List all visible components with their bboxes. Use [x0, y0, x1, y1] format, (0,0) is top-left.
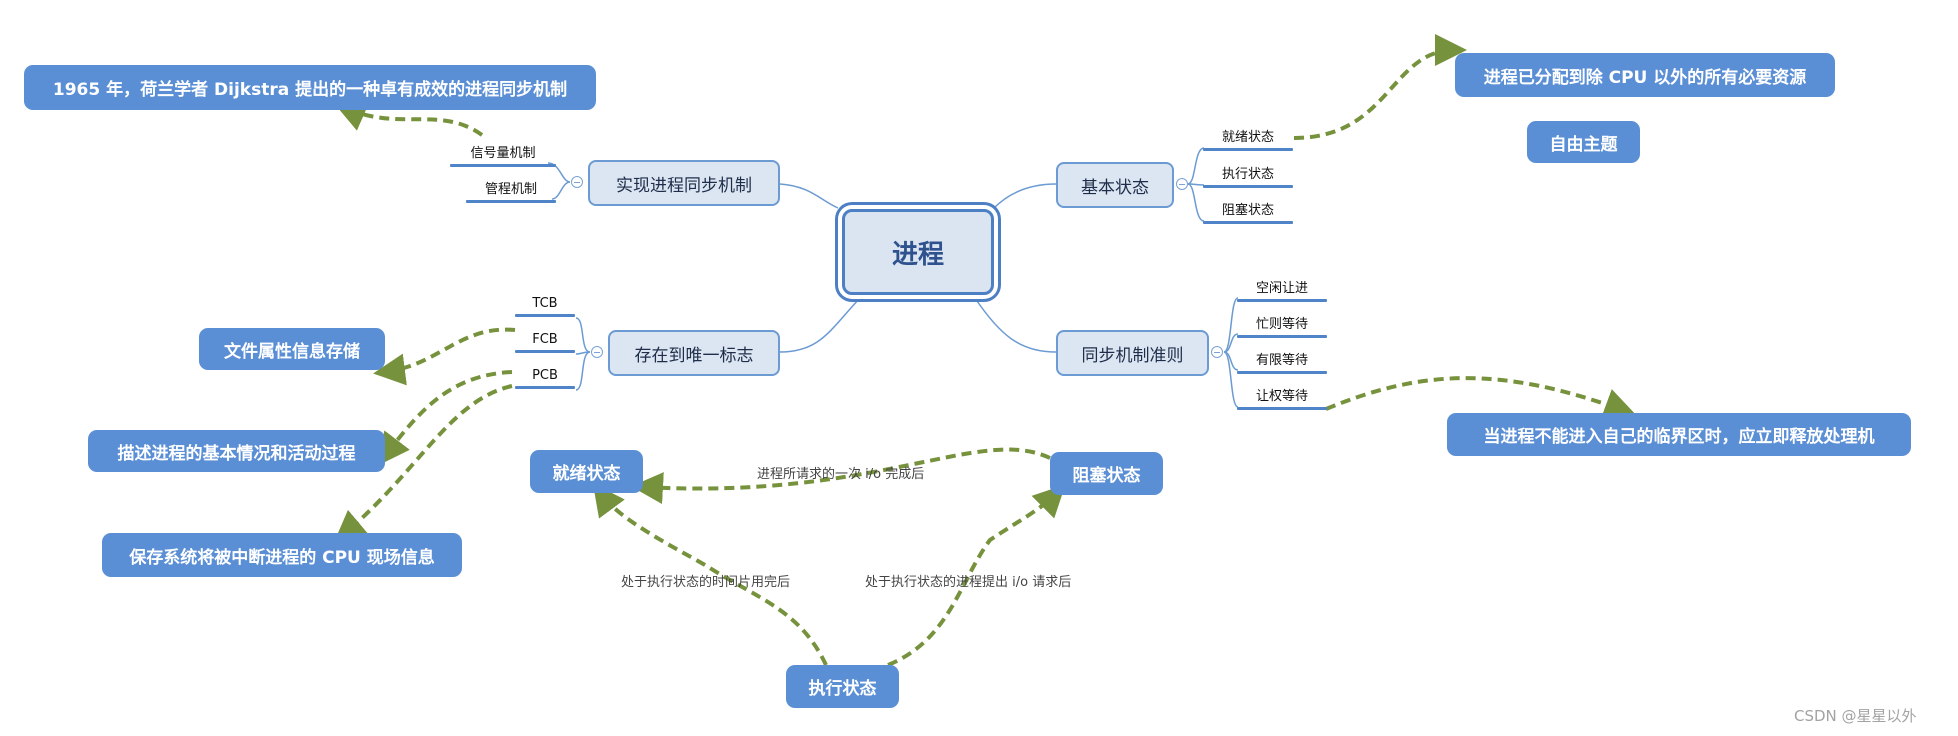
sub-line-busy [1223, 333, 1239, 353]
subtopic-idle-enter[interactable]: 空闲让进 [1237, 277, 1327, 302]
subtopic-label: 执行状态 [1221, 167, 1274, 182]
topic-basic-states[interactable]: 基本状态 [1056, 162, 1174, 208]
branch-line-sync-rules [974, 297, 1057, 353]
collapse-toggle-basic-states[interactable] [1176, 178, 1188, 190]
transition-label-timeslice: 处于执行状态的时间片用完后 [621, 575, 791, 590]
subtopic-label: PCB [532, 368, 558, 383]
subtopic-underline [1237, 371, 1327, 374]
collapse-toggle-sync-rules[interactable] [1211, 346, 1223, 358]
topic-unique-identifier[interactable]: 存在到唯一标志 [608, 330, 780, 376]
subtopic-underline [1237, 407, 1327, 410]
state-blocked[interactable]: 阻塞状态 [1050, 452, 1163, 495]
sub-line-blocked [1187, 183, 1205, 222]
subtopic-label: 有限等待 [1255, 353, 1308, 368]
sub-line-idle [1223, 297, 1239, 353]
sub-line-monitor [551, 181, 571, 200]
subtopic-underline [515, 386, 575, 389]
subtopic-label: 就绪状态 [1221, 130, 1274, 145]
subtopic-underline [515, 350, 575, 353]
subtopic-pcb[interactable]: PCB [515, 368, 575, 389]
subtopic-label: 忙则等待 [1255, 317, 1308, 332]
root-topic[interactable]: 进程 [842, 209, 994, 295]
subtopic-label: FCB [532, 332, 558, 347]
subtopic-underline [1237, 299, 1327, 302]
subtopic-underline [466, 200, 556, 203]
subtopic-underline [1203, 148, 1293, 151]
subtopic-tcb[interactable]: TCB [515, 296, 575, 317]
subtopic-blocked-state[interactable]: 阻塞状态 [1203, 199, 1293, 224]
callout-fcb-note[interactable]: 文件属性信息存储 [199, 328, 385, 370]
subtopic-semaphore[interactable]: 信号量机制 [450, 142, 556, 167]
sub-line-yield [1223, 351, 1239, 408]
subtopic-yield-wait[interactable]: 让权等待 [1237, 385, 1327, 410]
callout-pcb-description[interactable]: 描述进程的基本情况和活动过程 [88, 430, 385, 472]
subtopic-label: 空闲让进 [1255, 281, 1308, 296]
transition-label-io-complete: 进程所请求的一次 i/o 完成后 [757, 467, 925, 482]
collapse-toggle-sync-impl[interactable] [571, 176, 583, 188]
branch-line-unique-id [779, 297, 861, 353]
watermark: CSDN @星星以外 [1794, 707, 1917, 725]
subtopic-fcb[interactable]: FCB [515, 332, 575, 353]
transition-label-io-request: 处于执行状态的进程提出 i/o 请求后 [865, 575, 1072, 590]
topic-sync-implementation[interactable]: 实现进程同步机制 [588, 160, 780, 206]
subtopic-underline [1203, 221, 1293, 224]
collapse-toggle-unique-id[interactable] [591, 346, 603, 358]
arrow-fcb-to-note [373, 327, 516, 386]
subtopic-running-state[interactable]: 执行状态 [1203, 163, 1293, 188]
sub-line-semaphore [547, 162, 571, 183]
callout-dijkstra[interactable]: 1965 年，荷兰学者 Dijkstra 提出的一种卓有成效的进程同步机制 [24, 65, 596, 110]
callout-ready-resources[interactable]: 进程已分配到除 CPU 以外的所有必要资源 [1455, 53, 1835, 97]
sub-line-ready [1187, 147, 1205, 185]
floating-topic[interactable]: 自由主题 [1527, 121, 1640, 163]
callout-pcb-cpu-context[interactable]: 保存系统将被中断进程的 CPU 现场信息 [102, 533, 462, 577]
arrow-ready-to-resources [1293, 34, 1467, 140]
state-ready[interactable]: 就绪状态 [530, 450, 643, 493]
subtopic-bounded-wait[interactable]: 有限等待 [1237, 349, 1327, 374]
branch-line-sync-impl [779, 183, 839, 209]
subtopic-label: 管程机制 [484, 182, 537, 197]
subtopic-label: 阻塞状态 [1221, 203, 1274, 218]
subtopic-underline [515, 314, 575, 317]
subtopic-label: TCB [532, 296, 558, 311]
callout-yield-processor[interactable]: 当进程不能进入自己的临界区时，应立即释放处理机 [1447, 413, 1911, 456]
sub-line-pcb [575, 351, 591, 391]
subtopic-monitor[interactable]: 管程机制 [466, 178, 556, 203]
subtopic-label: 信号量机制 [470, 146, 536, 161]
subtopic-label: 让权等待 [1255, 389, 1308, 404]
branch-line-basic-states [993, 183, 1057, 209]
subtopic-underline [450, 164, 556, 167]
subtopic-busy-wait[interactable]: 忙则等待 [1237, 313, 1327, 338]
subtopic-ready-state[interactable]: 就绪状态 [1203, 126, 1293, 151]
arrow-blocked-to-ready [631, 447, 1051, 505]
arrow-pcb-to-cpu [333, 384, 513, 543]
arrow-pcb-to-desc [377, 370, 513, 466]
arrow-yield-to-note [1325, 376, 1637, 420]
subtopic-underline [1237, 335, 1327, 338]
topic-sync-rules[interactable]: 同步机制准则 [1056, 330, 1209, 376]
sub-line-tcb [575, 317, 591, 353]
state-running[interactable]: 执行状态 [786, 665, 899, 708]
arrow-semaphore-to-dijkstra [333, 101, 484, 137]
subtopic-underline [1203, 185, 1293, 188]
